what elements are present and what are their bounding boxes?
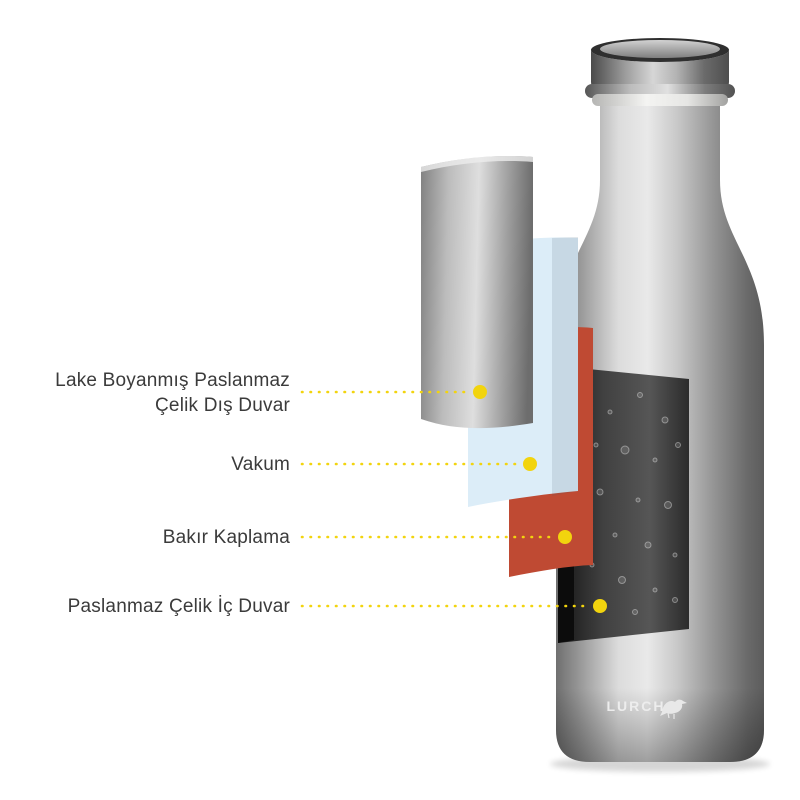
callout-copper: Bakır Kaplama xyxy=(163,527,572,548)
cap-side xyxy=(591,50,729,90)
callout-outer-wall-line2: Çelik Dış Duvar xyxy=(155,395,290,416)
outer-wall-sheet xyxy=(421,156,533,429)
callout-outer-wall-line1: Lake Boyanmış Paslanmaz xyxy=(55,370,290,391)
callout-outer-wall: Lake Boyanmış Paslanmaz Çelik Dış Duvar xyxy=(55,370,487,416)
bottle-cap xyxy=(585,38,735,106)
leader-dot xyxy=(558,530,572,544)
brand-logo: LURCH xyxy=(607,698,687,719)
leader-dot xyxy=(593,599,607,613)
callout-vacuum-label: Vakum xyxy=(231,454,290,475)
inner-wall-dark-edge xyxy=(558,548,574,643)
bottle-bottom-shading xyxy=(556,688,764,762)
callout-inner-wall-label: Paslanmaz Çelik İç Duvar xyxy=(68,596,291,617)
brand-logo-text: LURCH xyxy=(607,698,666,714)
silicone-ring xyxy=(592,94,728,106)
callout-copper-label: Bakır Kaplama xyxy=(163,527,290,548)
leader-dot xyxy=(473,385,487,399)
layer-sheets xyxy=(421,156,593,577)
vacuum-inner-shading xyxy=(552,237,578,496)
leader-dot xyxy=(523,457,537,471)
cap-top xyxy=(600,40,720,58)
lurch-bird-icon xyxy=(660,699,687,719)
callouts: Lake Boyanmış Paslanmaz Çelik Dış Duvar … xyxy=(55,370,607,617)
callout-vacuum: Vakum xyxy=(231,454,537,475)
bottle: LURCH xyxy=(550,38,770,772)
callout-inner-wall: Paslanmaz Çelik İç Duvar xyxy=(68,596,607,617)
outer-wall-sheet-top-edge xyxy=(421,156,533,172)
